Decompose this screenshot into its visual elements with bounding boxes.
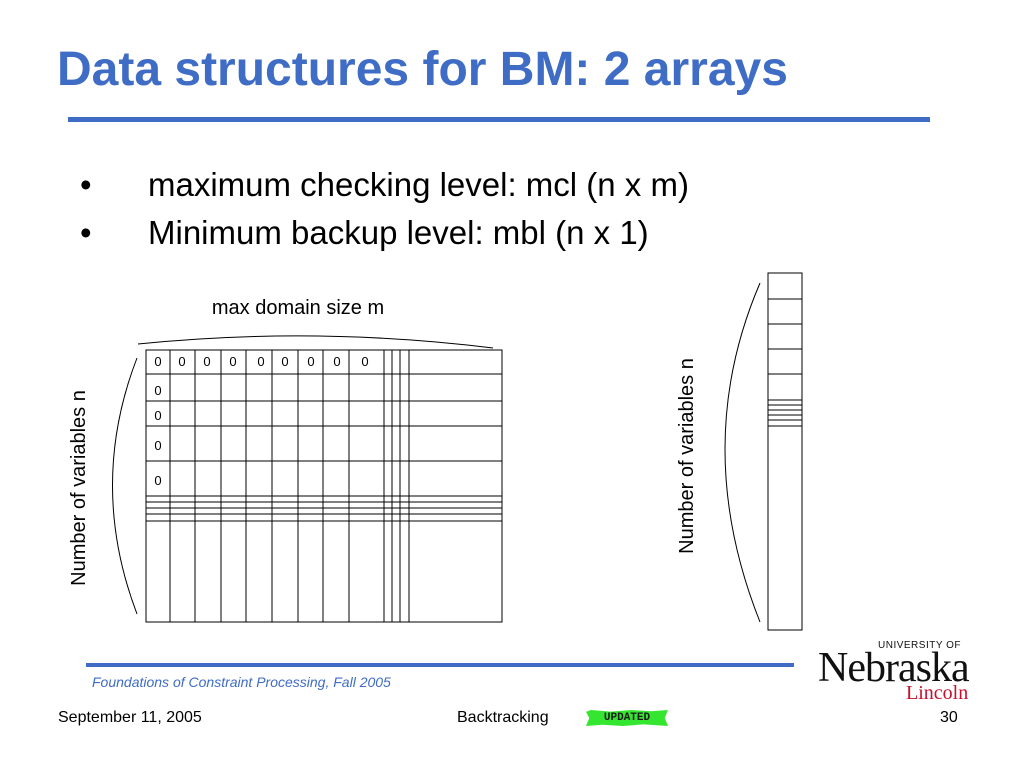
logo-campus: Lincoln — [906, 682, 969, 704]
footer-rule — [86, 663, 794, 667]
cell-value: 0 — [154, 354, 161, 369]
bullet-text: maximum checking level: mcl (n x m) — [148, 166, 689, 203]
cell-value: 0 — [333, 354, 340, 369]
mbl-variables-label: Number of variables n — [676, 358, 698, 554]
slide-title: Data structures for BM: 2 arrays — [57, 43, 788, 96]
bullet-text: Minimum backup level: mbl (n x 1) — [148, 214, 649, 251]
cell-value: 0 — [361, 354, 368, 369]
bullet-marker: • — [80, 214, 92, 251]
cell-value: 0 — [281, 354, 288, 369]
mcl-array-zeros: 0 0 0 0 0 0 0 0 0 0 0 0 0 — [154, 354, 368, 488]
cell-value: 0 — [257, 354, 264, 369]
university-logo: UNIVERSITY OF Nebraska Lincoln — [818, 638, 970, 704]
cell-value: 0 — [154, 438, 161, 453]
mcl-array-border — [145, 349, 503, 623]
cell-value: 0 — [229, 354, 236, 369]
domain-size-label: max domain size m — [212, 297, 384, 319]
mcl-array-columns — [169, 350, 410, 622]
mcl-array — [112, 335, 503, 623]
mcl-array-rows — [146, 373, 502, 522]
slide-topic: Backtracking — [457, 709, 549, 726]
slide-date: September 11, 2005 — [58, 709, 202, 726]
bullet-marker: • — [80, 166, 92, 203]
page-number: 30 — [940, 709, 958, 726]
mcl-variables-label: Number of variables n — [68, 390, 90, 586]
mbl-array-border — [767, 272, 803, 631]
logo-university-of: UNIVERSITY OF — [878, 640, 961, 651]
mbl-array — [724, 272, 803, 631]
course-name: Foundations of Constraint Processing, Fa… — [92, 674, 391, 690]
cell-value: 0 — [307, 354, 314, 369]
cell-value: 0 — [154, 408, 161, 423]
mbl-variables-brace — [724, 282, 761, 623]
title-underline — [68, 117, 930, 122]
cell-value: 0 — [178, 354, 185, 369]
domain-size-brace — [137, 335, 494, 349]
updated-badge: UPDATED — [586, 710, 668, 726]
cell-value: 0 — [203, 354, 210, 369]
cell-value: 0 — [154, 383, 161, 398]
cell-value: 0 — [154, 473, 161, 488]
variables-brace — [112, 357, 138, 615]
logo-name: Nebraska — [818, 645, 970, 691]
